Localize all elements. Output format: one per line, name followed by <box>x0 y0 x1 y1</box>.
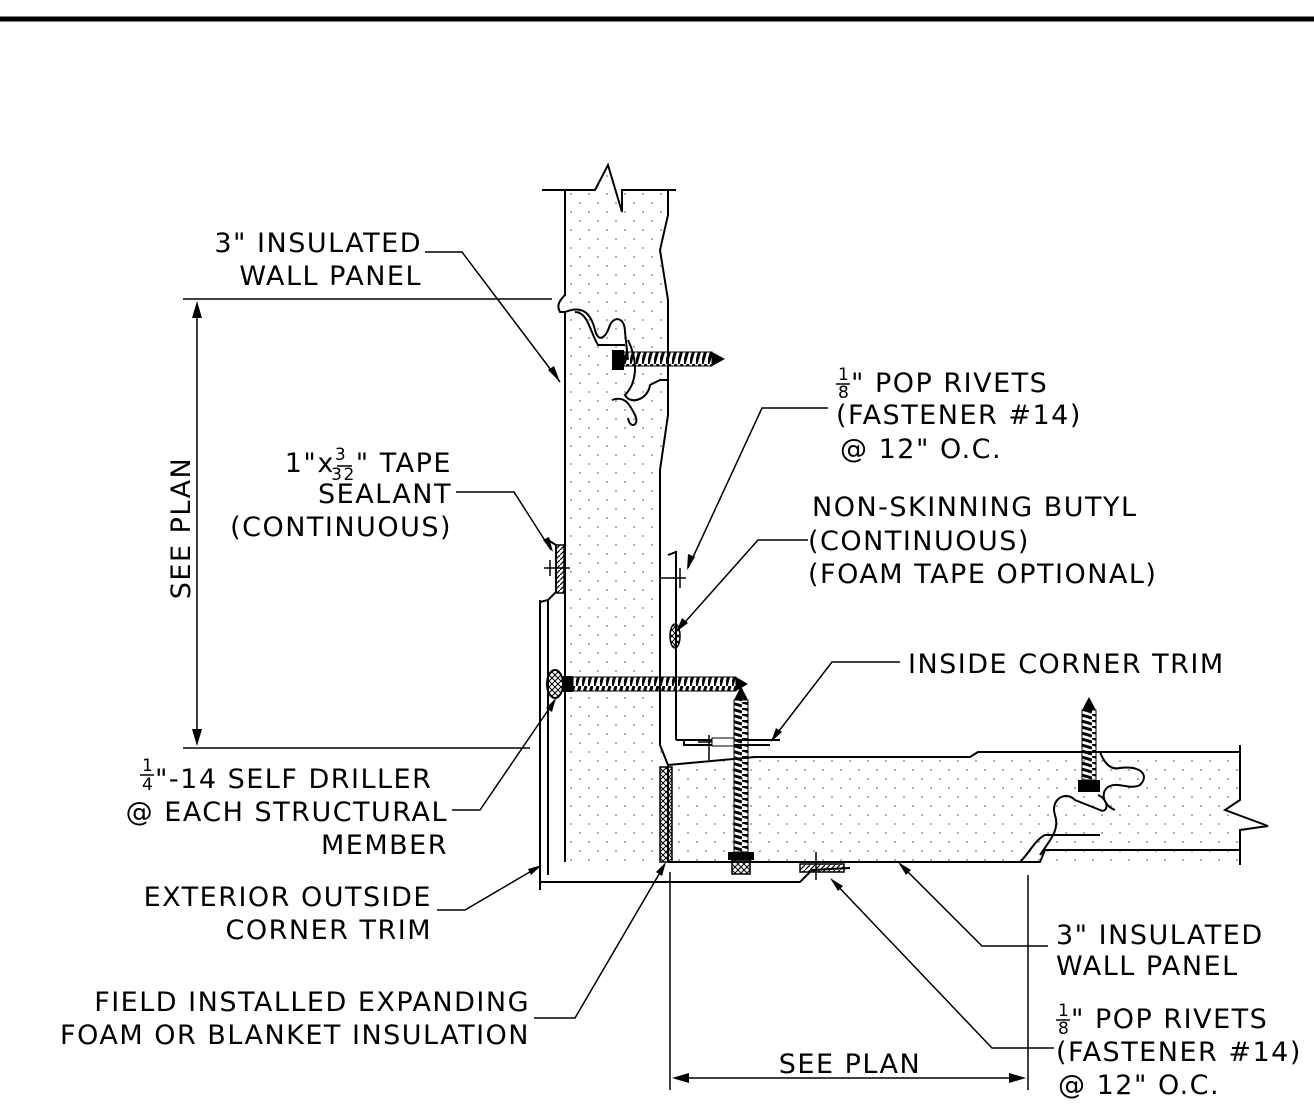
top-panel-screw <box>612 350 725 370</box>
label-top-wall-panel: 3" INSULATED WALL PANEL <box>214 228 422 292</box>
label-text: @ 12" O.C. <box>840 434 1002 465</box>
self-driller-screw-horizontal <box>546 669 748 699</box>
label-exterior-trim: EXTERIOR OUTSIDE CORNER TRIM <box>144 882 432 946</box>
fraction-denominator: 32 <box>331 465 356 485</box>
pop-rivet-lower <box>799 852 845 880</box>
label-text: (CONTINUOUS) <box>808 526 1030 557</box>
horizontal-dimension <box>669 872 1029 1090</box>
fraction-numerator: 1 <box>1058 1001 1069 1021</box>
label-text: WALL PANEL <box>239 261 422 292</box>
label-text: (FASTENER #14) <box>1056 1037 1302 1068</box>
label-field-foam: FIELD INSTALLED EXPANDING FOAM OR BLANKE… <box>60 987 530 1051</box>
label-self-driller: 1 4 "-14 SELF DRILLER @ EACH STRUCTURAL … <box>126 756 448 861</box>
label-text: " TAPE <box>356 448 452 479</box>
label-text: FIELD INSTALLED EXPANDING <box>94 987 530 1018</box>
label-text: SEALANT <box>318 479 452 510</box>
dimension-label-horizontal: SEE PLAN <box>779 1049 921 1080</box>
horizontal-wall-panel <box>667 745 1269 865</box>
field-foam-insulation <box>659 766 673 863</box>
label-text: 1"x <box>285 448 335 479</box>
leader-lines <box>425 251 1054 1049</box>
fraction-denominator: 8 <box>838 383 849 403</box>
fraction-denominator: 8 <box>1058 1019 1069 1039</box>
label-text: "-14 SELF DRILLER <box>155 764 432 795</box>
label-text: @ EACH STRUCTURAL <box>126 797 448 828</box>
label-pop-rivets-lower: 1 8 " POP RIVETS (FASTENER #14) @ 12" O.… <box>1056 1001 1302 1101</box>
label-text: MEMBER <box>321 830 448 861</box>
label-text: 3" INSULATED <box>1056 920 1264 951</box>
label-text: CORNER TRIM <box>226 915 432 946</box>
label-text: (FOAM TAPE OPTIONAL) <box>808 559 1157 590</box>
label-text: FOAM OR BLANKET INSULATION <box>60 1020 530 1051</box>
label-text: 3" INSULATED <box>214 228 422 259</box>
vertical-wall-panel <box>542 162 676 862</box>
label-text: (FASTENER #14) <box>836 400 1082 431</box>
self-driller-screw-vertical <box>728 686 754 875</box>
label-text: WALL PANEL <box>1056 951 1239 982</box>
fraction-numerator: 3 <box>335 445 347 465</box>
dimension-label-vertical: SEE PLAN <box>166 457 197 599</box>
label-text: NON-SKINNING BUTYL <box>812 492 1138 523</box>
fraction-denominator: 4 <box>142 775 153 795</box>
label-text: " POP RIVETS <box>851 368 1048 399</box>
label-inside-corner-trim: INSIDE CORNER TRIM <box>908 649 1225 680</box>
fraction-numerator: 1 <box>838 365 849 385</box>
label-pop-rivets-upper: 1 8 " POP RIVETS (FASTENER #14) @ 12" O.… <box>836 365 1082 465</box>
label-butyl: NON-SKINNING BUTYL (CONTINUOUS) (FOAM TA… <box>808 492 1157 590</box>
label-text: @ 12" O.C. <box>1058 1070 1220 1101</box>
label-text: EXTERIOR OUTSIDE <box>144 882 432 913</box>
label-text: (CONTINUOUS) <box>230 512 452 543</box>
vertical-dimension <box>183 298 552 749</box>
right-panel-screw <box>1078 697 1100 792</box>
label-text: " POP RIVETS <box>1071 1004 1268 1035</box>
fraction-numerator: 1 <box>142 756 153 776</box>
label-right-wall-panel: 3" INSULATED WALL PANEL <box>1056 920 1264 982</box>
